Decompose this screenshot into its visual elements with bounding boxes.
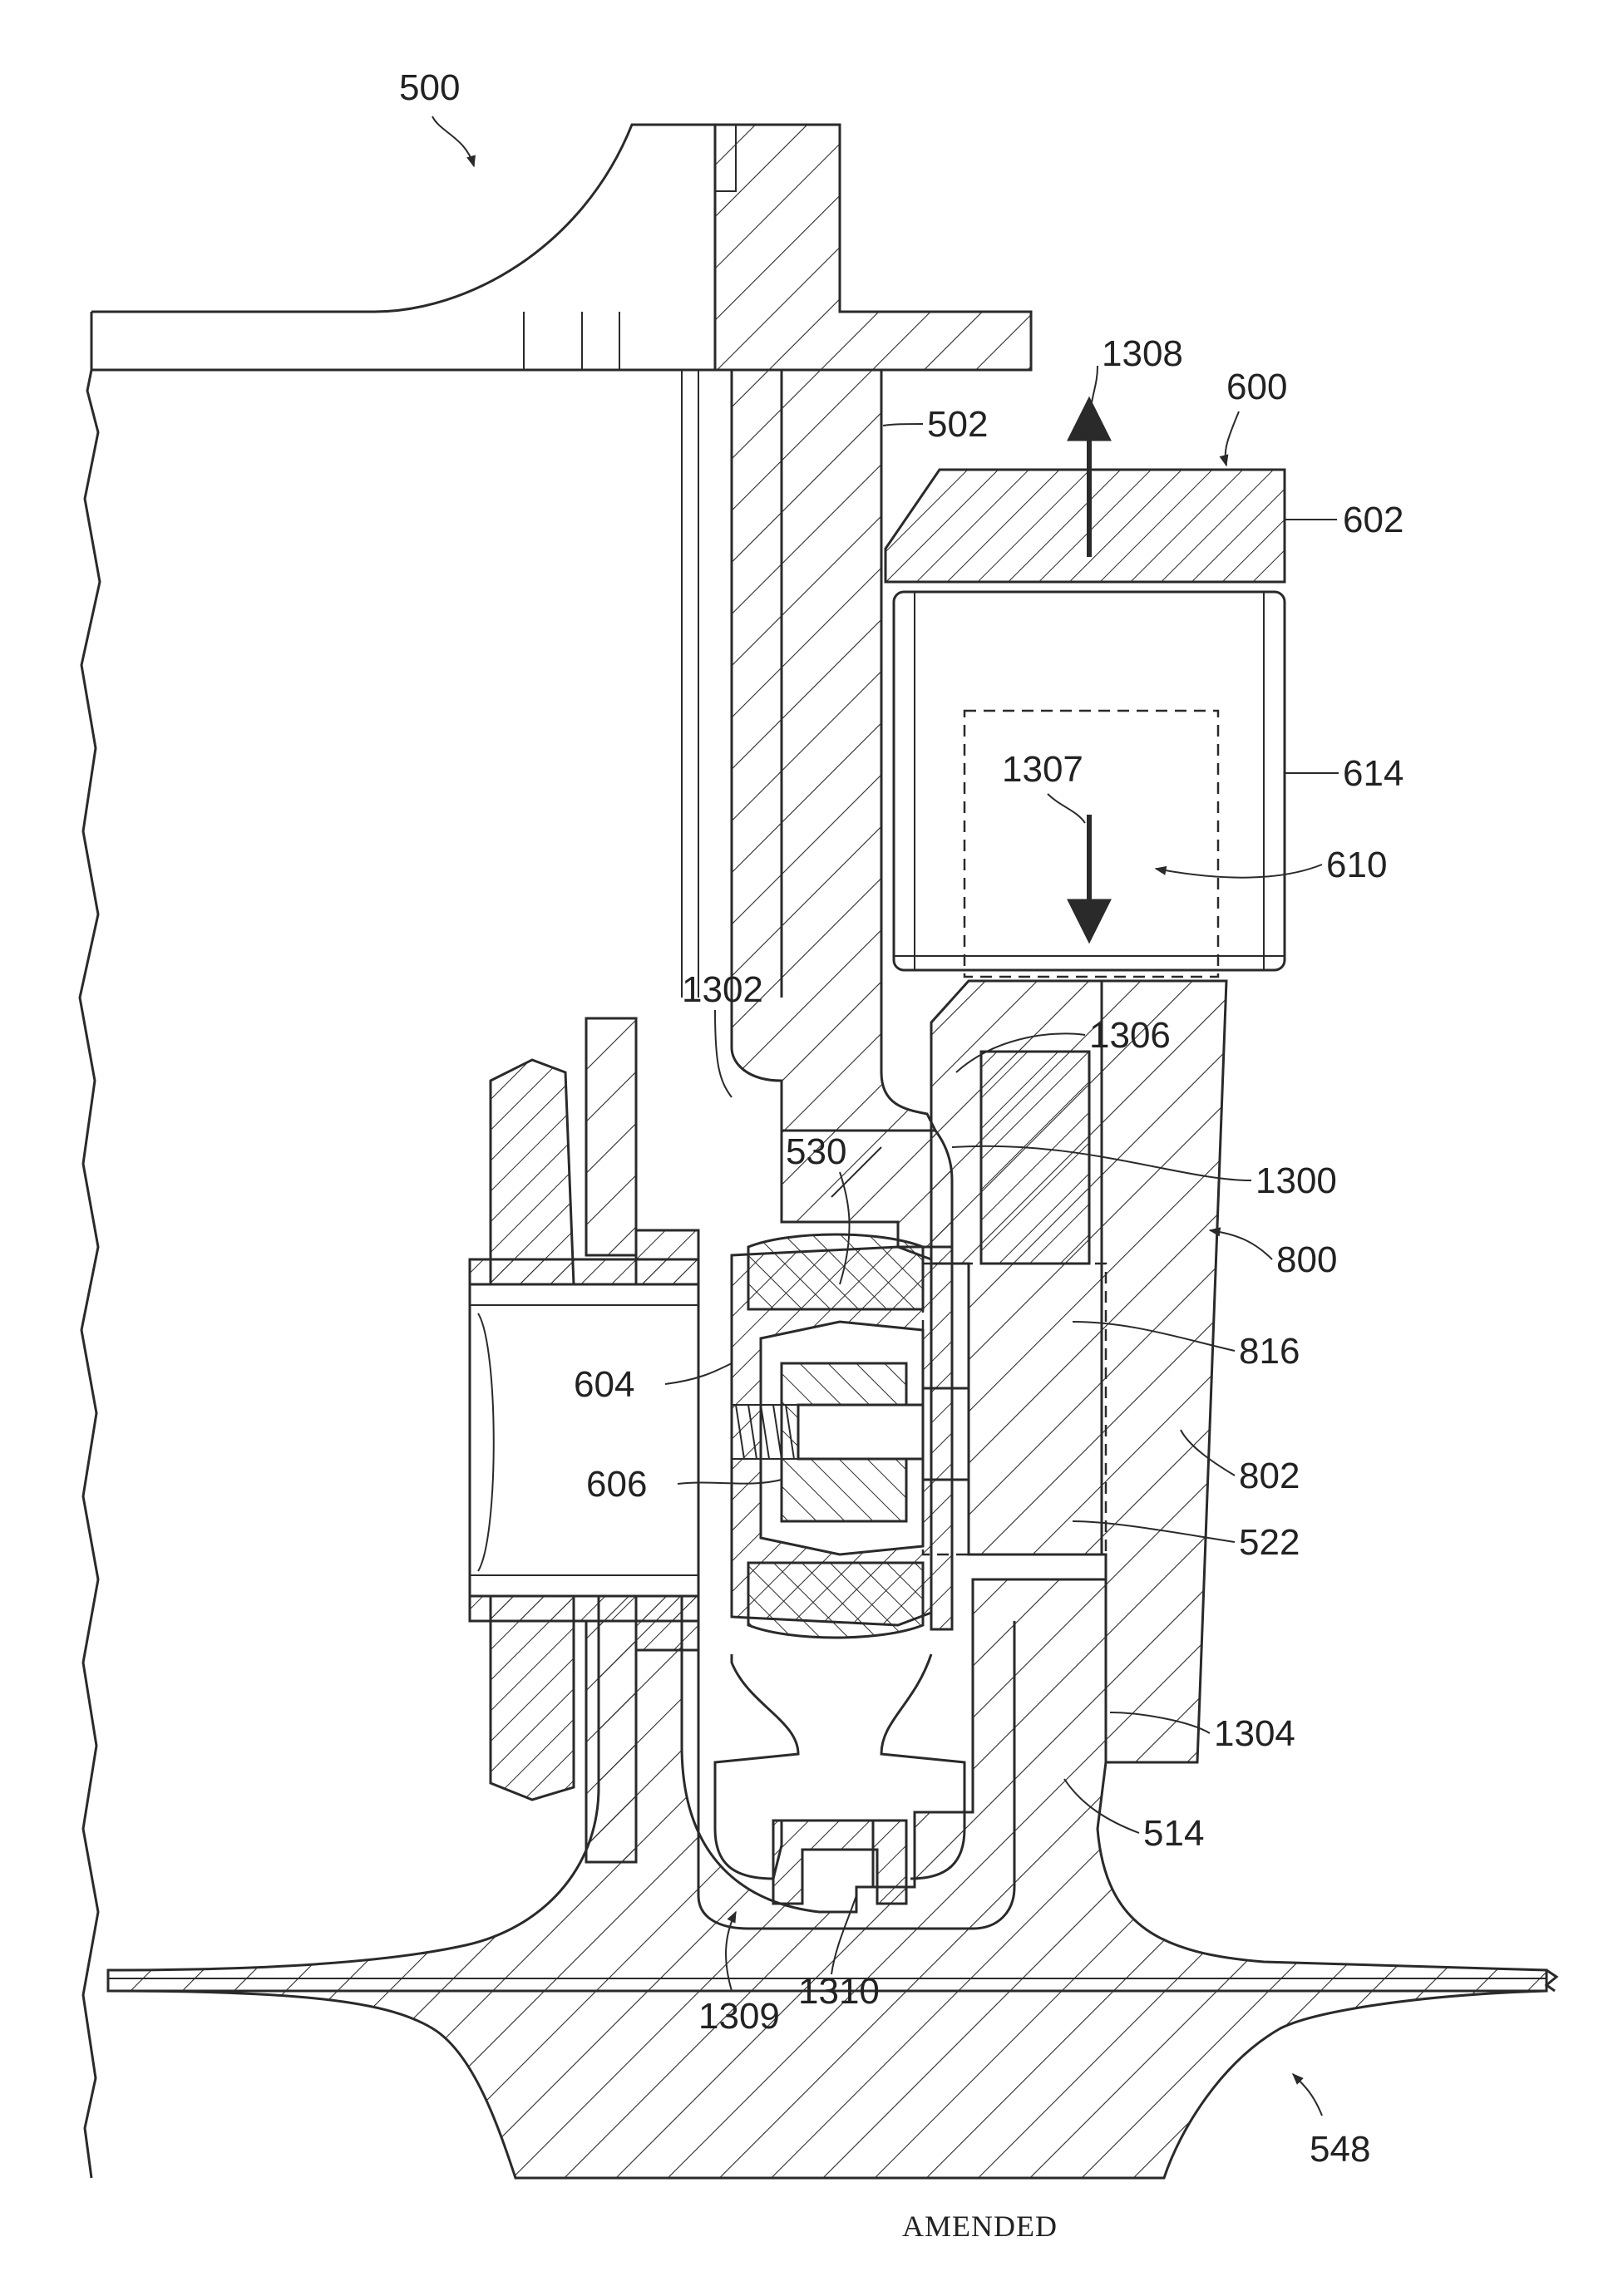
pin-assembly bbox=[732, 1234, 969, 1638]
label-530: 530 bbox=[786, 1131, 846, 1172]
label-614: 614 bbox=[1343, 753, 1403, 794]
actuator-cap bbox=[885, 470, 1285, 582]
label-606: 606 bbox=[586, 1464, 647, 1505]
label-610: 610 bbox=[1326, 845, 1387, 885]
label-500: 500 bbox=[399, 67, 460, 108]
label-1306: 1306 bbox=[1089, 1015, 1171, 1056]
label-514: 514 bbox=[1143, 1813, 1204, 1854]
label-1310: 1310 bbox=[798, 1971, 880, 2012]
arrow-500 bbox=[432, 116, 474, 166]
label-604: 604 bbox=[574, 1364, 634, 1405]
leader-1308 bbox=[1091, 366, 1098, 407]
amended-stamp: AMENDED bbox=[902, 2210, 1058, 2243]
label-522: 522 bbox=[1239, 1522, 1300, 1563]
label-800: 800 bbox=[1276, 1239, 1337, 1280]
label-1302: 1302 bbox=[682, 969, 763, 1010]
arrow-800 bbox=[1210, 1230, 1272, 1259]
leader-502 bbox=[883, 424, 923, 426]
arrow-600 bbox=[1226, 411, 1239, 466]
clip bbox=[773, 1821, 906, 1904]
arrow-548 bbox=[1293, 2074, 1322, 2116]
label-548: 548 bbox=[1310, 2129, 1370, 2170]
label-602: 602 bbox=[1343, 500, 1403, 540]
actuator-assembly bbox=[885, 470, 1285, 977]
label-1304: 1304 bbox=[1214, 1713, 1295, 1754]
label-502: 502 bbox=[927, 404, 988, 445]
label-600: 600 bbox=[1226, 367, 1287, 407]
label-816: 816 bbox=[1239, 1331, 1300, 1372]
label-1309: 1309 bbox=[698, 1996, 780, 2037]
leader-1302 bbox=[715, 1010, 732, 1097]
label-1308: 1308 bbox=[1102, 333, 1183, 374]
label-802: 802 bbox=[1239, 1456, 1300, 1496]
label-1300: 1300 bbox=[1255, 1160, 1337, 1201]
label-1307: 1307 bbox=[1002, 749, 1083, 790]
